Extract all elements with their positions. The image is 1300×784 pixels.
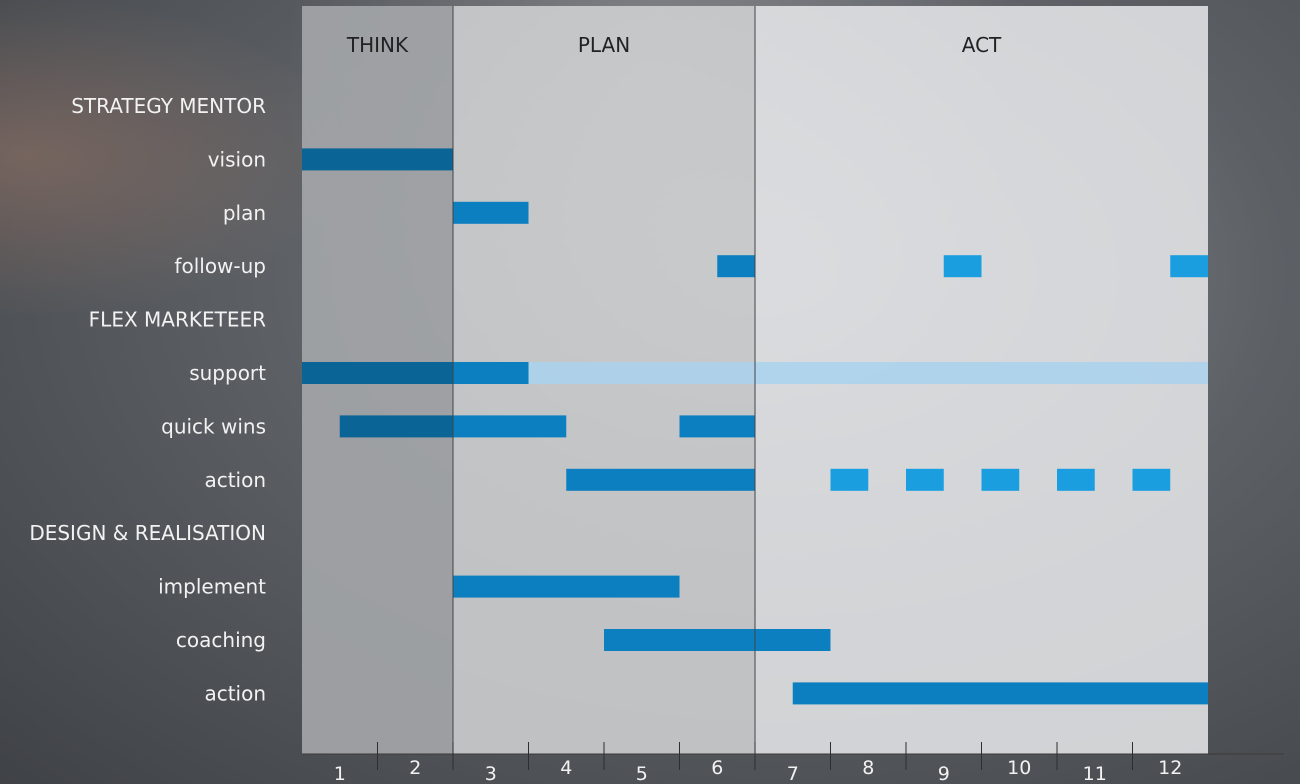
- bar-action-2: [906, 468, 944, 491]
- row-label: action: [204, 681, 266, 705]
- section-label: STRATEGY MENTOR: [71, 94, 266, 118]
- bars: [302, 148, 1208, 705]
- month-label: 6: [711, 757, 723, 779]
- month-label: 2: [409, 757, 421, 779]
- row-label: plan: [223, 201, 266, 225]
- bar-support-1: [528, 362, 1208, 384]
- section-label: FLEX MARKETEER: [89, 308, 266, 332]
- month-label: 1: [334, 763, 346, 784]
- row-label: implement: [158, 575, 266, 599]
- bar-quick-wins-0-think: [339, 415, 453, 438]
- bar-action-0: [792, 682, 1208, 705]
- section-label: DESIGN & REALISATION: [29, 521, 266, 545]
- phase-label-act: ACT: [962, 33, 1002, 57]
- row-label: quick wins: [161, 414, 266, 438]
- month-label: 5: [636, 763, 648, 784]
- bar-follow-up-2: [1170, 255, 1208, 278]
- row-label: action: [204, 468, 266, 492]
- month-label: 11: [1083, 763, 1107, 784]
- row-label: follow-up: [174, 254, 266, 278]
- bar-vision-0: [302, 148, 453, 171]
- phase-labels: THINK PLAN ACT: [346, 33, 1002, 57]
- phase-dividers: [452, 6, 756, 754]
- bar-coaching-0: [604, 629, 831, 651]
- bar-plan-0: [453, 201, 529, 224]
- bar-quick-wins-0: [453, 415, 567, 438]
- month-label: 12: [1158, 757, 1182, 779]
- month-label: 7: [787, 763, 799, 784]
- month-label: 8: [862, 757, 874, 779]
- bar-action-4: [1057, 468, 1095, 491]
- bar-action-0: [566, 468, 755, 491]
- bar-action-3: [981, 468, 1020, 491]
- bar-quick-wins-1: [679, 415, 755, 438]
- bar-support-0-think: [302, 362, 453, 384]
- month-label: 3: [485, 763, 497, 784]
- phase-label-plan: PLAN: [578, 33, 630, 57]
- month-label: 4: [560, 757, 572, 779]
- row-label: vision: [208, 147, 266, 171]
- bar-implement-0: [453, 575, 680, 598]
- bar-support-0: [453, 362, 529, 384]
- month-label: 9: [938, 763, 950, 784]
- bar-follow-up-0: [717, 255, 755, 278]
- phase-label-think: THINK: [346, 33, 409, 57]
- bar-action-1: [830, 468, 869, 491]
- bar-follow-up-1: [943, 255, 982, 278]
- month-label: 10: [1007, 757, 1031, 779]
- row-label: support: [189, 361, 266, 385]
- row-label: coaching: [176, 628, 266, 652]
- bar-action-5: [1132, 468, 1171, 491]
